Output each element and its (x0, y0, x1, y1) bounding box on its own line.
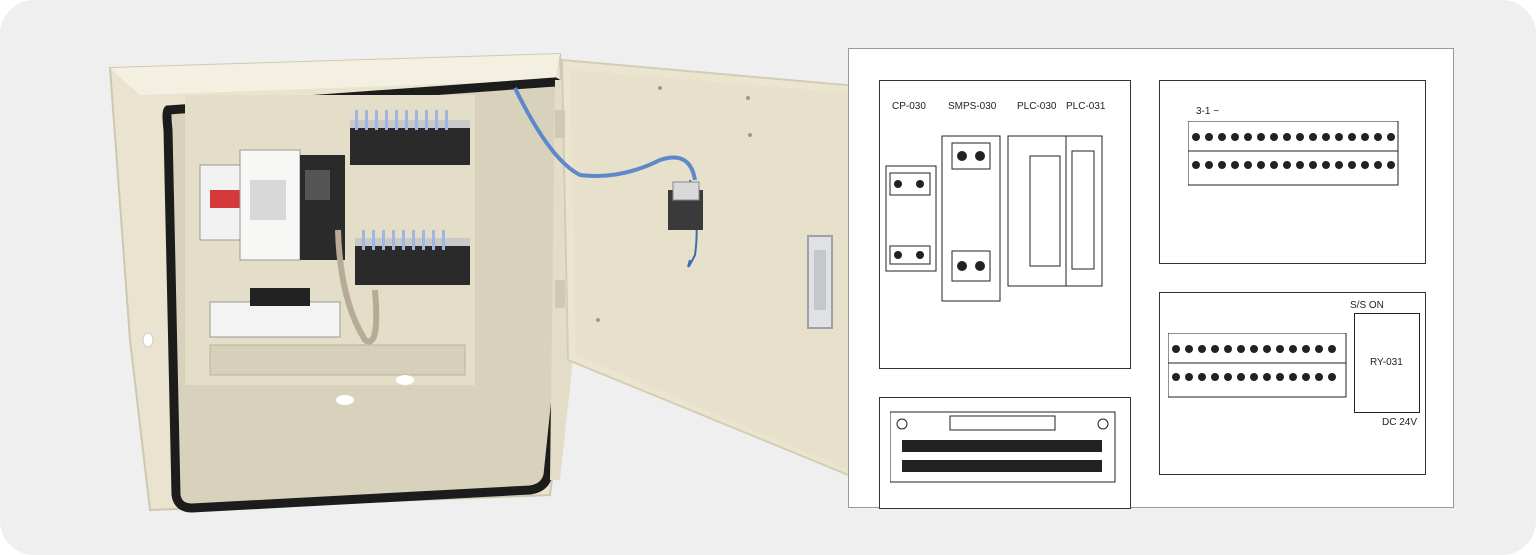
connector-block (890, 411, 1116, 483)
connector-terminal-panel (879, 397, 1131, 509)
relay-section-panel: S/S ON RY-031 DC 24V (1159, 292, 1426, 475)
plc-030-label: PLC-030 (1017, 101, 1057, 112)
device-outlines (885, 135, 1103, 302)
terminal-block-row (1188, 121, 1399, 186)
ss-on-label: S/S ON (1350, 300, 1384, 311)
device-layout-panel: CP-030 SMPS-030 PLC-030 PLC-031 (879, 80, 1131, 369)
relay-box (1354, 313, 1420, 413)
relay-terminal-row (1168, 333, 1347, 398)
cp-030-label: CP-030 (892, 101, 926, 112)
wiring-layout-drawing: CP-030 SMPS-030 PLC-030 PLC-031 (848, 48, 1454, 509)
smps-030-label: SMPS-030 (948, 101, 997, 112)
control-panel-photo (100, 40, 900, 520)
terminal-row-panel: 3-1 ~ (1159, 80, 1426, 264)
relay-ry-031-label: RY-031 (1370, 357, 1403, 368)
terminal-number-label: 3-1 ~ (1196, 106, 1220, 117)
dc-24v-label: DC 24V (1382, 417, 1418, 428)
plc-031-label: PLC-031 (1066, 101, 1106, 112)
enclosure-illustration (108, 52, 892, 513)
